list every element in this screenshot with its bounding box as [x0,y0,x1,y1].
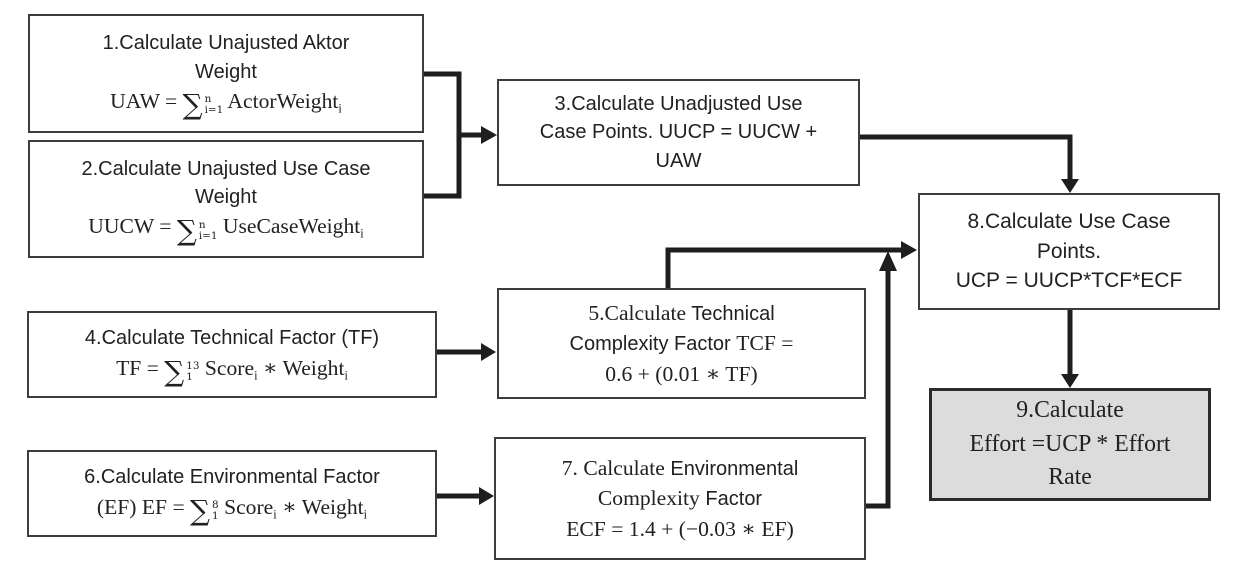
edge-5-8-line [665,247,902,288]
box-text-line: UAW [655,149,702,172]
box-text-line: 2.Calculate Unajusted Use Case [81,157,371,180]
box-text-line: 4.Calculate Technical Factor (TF) [84,327,380,350]
step-6-text: 6.Calculate Environmental Factor (EF) EF … [84,463,380,528]
step-4-tf-box: 4.Calculate Technical Factor (TF) TF = ∑1… [27,311,437,398]
edge-1-2-junction-line [424,71,462,199]
box-text-line: ECF = 1.4 + (−0.03 ∗ EF) [566,516,794,541]
box-text-line: 7. Calculate Environmental [561,455,799,480]
box-text-line: Complexity Factor TCF = [569,331,794,356]
box-text-line: Effort =UCP * Effort [969,430,1171,457]
box-text-line: Complexity Factor [597,486,763,511]
box-text-line: Weight [195,186,257,209]
edge-7-8-line [866,270,891,509]
box-text-line: Weight [195,60,257,83]
box-text-line: 0.6 + (0.01 ∗ TF) [605,361,758,386]
edge-3-8-arrowhead [1061,179,1079,193]
edge-5-8-arrowhead [901,241,917,259]
box-text-line: 6.Calculate Environmental Factor [84,466,380,489]
box-text-line: UCP = UUCP*TCF*ECF [955,269,1183,293]
box-text-line: 8.Calculate Use Case [967,209,1171,233]
box-text-line: Case Points. UUCP = UUCW + [539,121,818,144]
box-text-line: Rate [1048,464,1092,491]
edge-junction-3-arrowhead [481,126,497,144]
step-6-ef-box: 6.Calculate Environmental Factor (EF) EF … [27,450,437,537]
edge-7-8-arrowhead [879,251,897,271]
step-4-text: 4.Calculate Technical Factor (TF) TF = ∑1… [84,324,380,389]
box-text-line: 9.Calculate [1016,396,1124,423]
box-text-line: Points. [1036,239,1102,263]
edge-4-5-arrowhead [481,343,496,361]
edge-3-8-line [860,134,1073,180]
box-text-line: 1.Calculate Unajusted Aktor [102,32,350,55]
box-text-line: 5.Calculate Technical [588,300,775,325]
edge-6-7-arrowhead [479,487,494,505]
edge-8-9-arrowhead [1061,374,1079,388]
box-text-line: 3.Calculate Unadjusted Use [554,92,803,115]
